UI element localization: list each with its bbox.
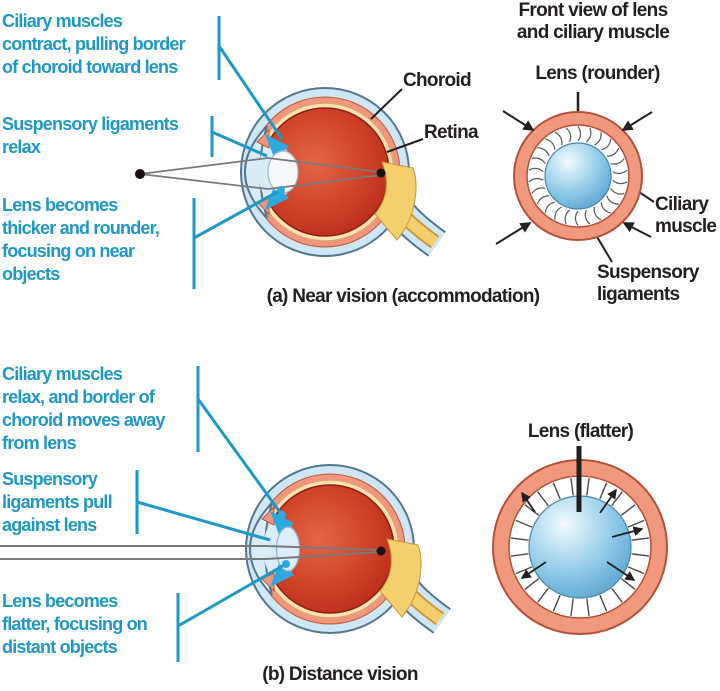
annotation-line: from lens (2, 433, 77, 453)
suspensory-ligaments-taut (511, 478, 649, 616)
annotation-line: of choroid toward lens (2, 57, 178, 77)
annotation-line: contract, pulling border (2, 34, 186, 54)
annotation-line: Ciliary muscles (2, 11, 123, 31)
retina-label: Retina (424, 122, 479, 143)
label-line: Suspensory (597, 262, 699, 283)
tension-arrows (520, 488, 644, 581)
eye-cross-section-b (246, 465, 442, 633)
annotation-lens-flatter: Lens becomes flatter, focusing on distan… (2, 590, 148, 659)
front-view-heading: Front view of lens and ciliary muscle (483, 0, 703, 44)
heading-line: Front view of lens (518, 0, 669, 21)
annotation-leaders-b (135, 366, 287, 662)
annotation-line: Suspensory ligaments (2, 114, 179, 134)
annotation-line: thicker and rounder, (2, 218, 160, 238)
light-rays-distance (0, 545, 382, 560)
annotation-ciliary-relax: Ciliary muscles relax, and border of cho… (2, 363, 165, 455)
focal-point-b (376, 546, 386, 556)
suspensory-ligaments-label: Suspensory ligaments (597, 262, 699, 306)
suspensory-ligaments-slack (528, 126, 628, 226)
contraction-arrows (495, 110, 653, 245)
annotation-line: distant objects (2, 637, 118, 657)
annotation-line: objects (2, 264, 60, 284)
annotation-leaders-a (192, 16, 284, 289)
choroid-label: Choroid (403, 70, 472, 91)
annotation-line: flatter, focusing on (2, 614, 148, 634)
annotation-ligaments-pull: Suspensory ligaments pull against lens (2, 468, 113, 537)
heading-line: and ciliary muscle (516, 22, 670, 43)
leader-dot-lens-a (277, 186, 285, 194)
annotation-line: ligaments pull (2, 492, 113, 512)
annotation-line: relax, and border of (2, 387, 155, 407)
annotation-ciliary-contract: Ciliary muscles contract, pulling border… (2, 10, 186, 79)
annotation-line: choroid moves away (2, 410, 165, 430)
label-line: Ciliary (655, 194, 709, 215)
ciliary-muscle-label: Ciliary muscle (655, 194, 717, 238)
eye-cross-section-a (241, 88, 437, 256)
focal-point-a (376, 168, 386, 178)
lens-flatter-label: Lens (flatter) (527, 421, 634, 442)
light-rays-near (139, 157, 382, 190)
annotation-ligaments-relax: Suspensory ligaments relax (2, 113, 179, 159)
lens-rounder-label: Lens (rounder) (535, 63, 660, 84)
lens-flat-side-view (275, 526, 301, 572)
annotation-line: Ciliary muscles (2, 364, 123, 384)
caption-distance-vision: (b) Distance vision (262, 664, 418, 685)
annotation-lens-thicker: Lens becomes thicker and rounder, focusi… (2, 194, 160, 286)
lens-front-view-a (495, 110, 653, 245)
label-line: muscle (655, 216, 717, 237)
near-object-point (135, 169, 145, 179)
annotation-line: focusing on near (2, 241, 135, 261)
lens-rounder-shape (544, 142, 612, 210)
annotation-line: Lens becomes (2, 195, 118, 215)
label-line: ligaments (597, 284, 680, 305)
leader-dot-ciliary-b (278, 511, 286, 519)
annotation-line: Lens becomes (2, 591, 118, 611)
lens-front-view-b (492, 446, 668, 635)
caption-near-vision: (a) Near vision (accommodation) (266, 286, 541, 307)
leader-dot-lens-b (282, 560, 290, 568)
annotation-line: against lens (2, 515, 97, 535)
annotation-line: Suspensory (2, 469, 98, 489)
annotation-line: relax (2, 137, 41, 157)
